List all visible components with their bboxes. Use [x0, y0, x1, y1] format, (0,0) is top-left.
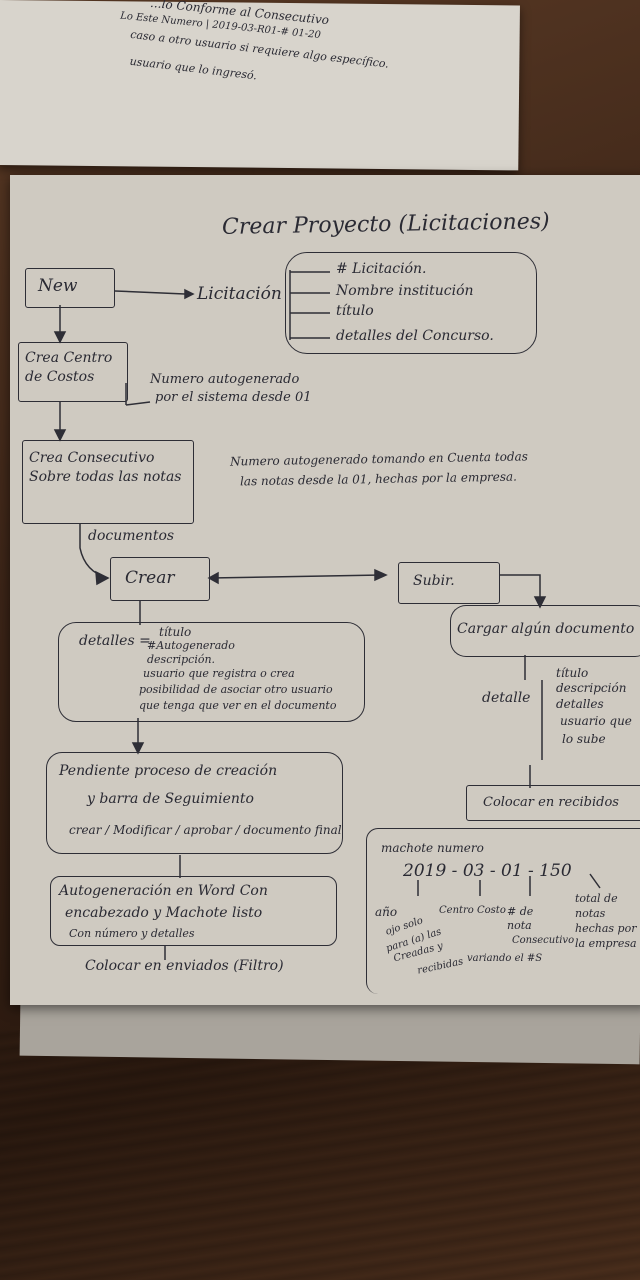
detalles-box: detalles = título #Autogenerado descripc… — [58, 622, 365, 722]
new-box: New — [25, 268, 115, 308]
machote-box: machote numero 2019 - 03 - 01 - 150 año … — [366, 828, 640, 994]
pendiente-line-3: crear / Modificar / aprobar / documento … — [69, 823, 342, 837]
documentos-label: documentos — [88, 528, 175, 544]
machote-ojo-5: variando el #S — [467, 953, 543, 964]
cargar-documento-box: Cargar algún documento — [450, 605, 640, 657]
machote-value: 2019 - 03 - 01 - 150 — [403, 861, 572, 881]
detalle-item-2: descripción — [556, 681, 627, 695]
machote-ojo-4: recibidas — [416, 956, 465, 977]
pendiente-line-1: Pendiente proceso de creación — [59, 763, 278, 779]
crea-centro-label: Crea Centro de Costos — [25, 350, 113, 385]
subir-box: Subir. — [398, 562, 500, 604]
crea-centro-note-2: por el sistema desde 01 — [155, 390, 312, 405]
subir-label: Subir. — [413, 573, 455, 589]
new-box-label: New — [38, 276, 78, 296]
detalles-item-3: descripción. — [147, 653, 216, 666]
licitacion-details-box: # Licitación. Nombre institución título … — [285, 252, 537, 354]
licitacion-label: Licitación — [197, 284, 282, 304]
detalles-item-2: #Autogenerado — [147, 639, 235, 652]
autogeneracion-line-1: Autogeneración en Word Con — [59, 883, 268, 899]
crear-label: Crear — [125, 568, 175, 588]
pendiente-line-2: y barra de Seguimiento — [87, 791, 254, 807]
top-paper-sheet: ...lo Conforme al Consecutivo Lo Este Nu… — [0, 0, 520, 171]
detalle-item-5: lo sube — [562, 732, 606, 746]
machote-extra: Consecutivo — [512, 935, 575, 946]
top-note-line4: usuario que lo ingresó. — [128, 54, 258, 83]
machote-part-centro: Centro Costo — [439, 905, 506, 916]
crea-consecutivo-box: Crea Consecutivo Sobre todas las notas — [22, 440, 194, 524]
autogeneracion-line-2: encabezado y Machote listo — [65, 905, 263, 921]
crea-consecutivo-label: Crea Consecutivo Sobre todas las notas — [29, 450, 182, 485]
machote-part-total: total de notas hechas por la empresa — [575, 892, 637, 950]
colocar-recibidos-box: Colocar en recibidos — [466, 785, 640, 821]
licitacion-item-3: título — [336, 303, 374, 319]
detalle-item-1: título — [556, 666, 589, 680]
detalles-label: detalles = — [79, 633, 151, 649]
detalles-item-5: posibilidad de asociar otro usuario — [139, 683, 333, 696]
licitacion-item-1: # Licitación. — [336, 261, 427, 277]
detalles-item-6: que tenga que ver en el documento — [139, 699, 337, 712]
machote-part-nota: # de nota — [507, 905, 534, 932]
detalles-item-4: usuario que registra o crea — [143, 667, 295, 680]
detalle-label: detalle — [482, 690, 531, 706]
crea-centro-box: Crea Centro de Costos — [18, 342, 128, 402]
table-grain — [0, 1030, 640, 1280]
cargar-label: Cargar algún documento — [457, 621, 635, 637]
colocar-recibidos-label: Colocar en recibidos — [483, 795, 619, 810]
crea-centro-note-1: Numero autogenerado — [150, 372, 300, 387]
licitacion-item-2: Nombre institución — [336, 283, 474, 299]
licitacion-item-4: detalles del Concurso. — [336, 328, 494, 344]
detalle-item-4: usuario que — [560, 714, 632, 728]
machote-label: machote numero — [381, 841, 484, 855]
pendiente-box: Pendiente proceso de creación y barra de… — [46, 752, 343, 854]
detalles-item-1: título — [159, 625, 192, 639]
colocar-enviados-label: Colocar en enviados (Filtro) — [85, 958, 284, 974]
autogeneracion-box: Autogeneración en Word Con encabezado y … — [50, 876, 337, 946]
lower-paper-sheet — [19, 995, 640, 1065]
autogeneracion-line-3: Con número y detalles — [69, 927, 195, 940]
crear-box: Crear — [110, 557, 210, 601]
detalle-item-3: detalles — [556, 697, 604, 711]
machote-part-year: año — [375, 905, 398, 919]
